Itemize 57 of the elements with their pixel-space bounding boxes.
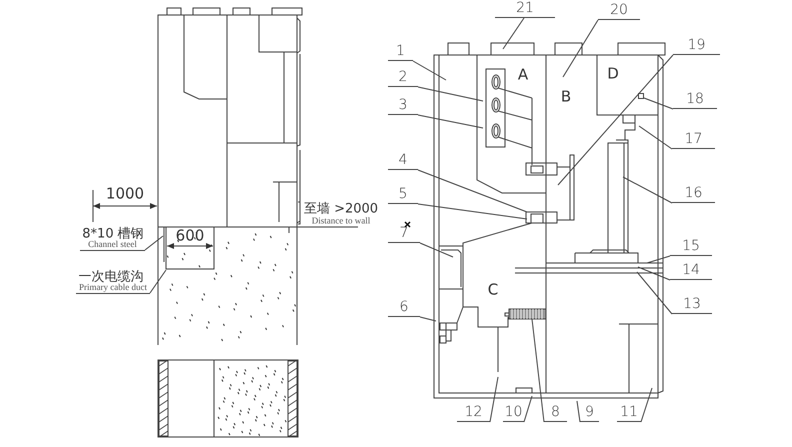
leader-line [502,18,524,50]
dimension-label: 1000 [106,186,144,202]
leader-line [532,318,544,422]
compartment-letter: D [607,66,619,82]
part-label-translation: Channel steel [80,240,145,251]
part-label-translation: Primary cable duct [76,283,150,294]
leader-line [490,376,498,422]
callout-number: 18 [673,92,717,109]
part-label: 一次电缆沟 [78,270,144,284]
compartment-letter: C [488,282,498,298]
leader-line [636,272,672,314]
compartment-letter: A [518,68,528,82]
small-box [638,93,644,99]
leader-line [638,126,672,150]
leader-line [638,266,670,280]
leader-line [412,60,446,80]
leader-line [418,170,528,212]
callout-number: 3 [388,98,418,115]
part-label: 8*10 槽钢 [82,228,144,240]
callout-number: 14 [670,263,712,280]
callout-number: 10 [503,405,524,422]
callout-number: 21 [495,1,555,18]
note-translation: Distance to wall [312,216,370,226]
callout-number: 9 [580,405,599,422]
callout-number: 19 [673,38,720,55]
leader-line [150,270,166,294]
callout-number: 6 [388,300,420,317]
leader-line [562,20,598,78]
leader-line [420,242,454,258]
leader-line [524,396,532,422]
callout-number: 13 [672,297,712,314]
dimension-label: 600 [176,228,204,244]
callout-number: 17 [672,132,715,149]
callout-number: 5 [388,187,418,204]
callout-number: 20 [598,3,640,20]
leader-line [576,400,580,422]
callout-number: 11 [617,405,641,422]
leader-line [418,204,528,220]
leader-line [558,54,674,186]
callout-number: 8 [544,405,567,422]
leader-line [418,114,484,128]
compartment-letter: B [560,90,572,104]
leader-line [622,176,672,204]
callout-number: 7 [388,226,420,243]
leader-line [640,388,652,422]
leader-line [418,86,484,102]
callout-number: 2 [388,70,418,87]
leader-line [644,98,674,110]
callout-number: 12 [457,405,490,422]
callout-number: 4 [388,153,418,170]
leader-line [420,316,436,322]
leader-line [144,236,164,250]
note-label: 至墙 >2000 [304,202,378,216]
callout-number: 16 [672,186,715,203]
leader-line [646,256,670,264]
callout-number: 15 [670,239,712,256]
callout-number: 1 [388,44,413,61]
